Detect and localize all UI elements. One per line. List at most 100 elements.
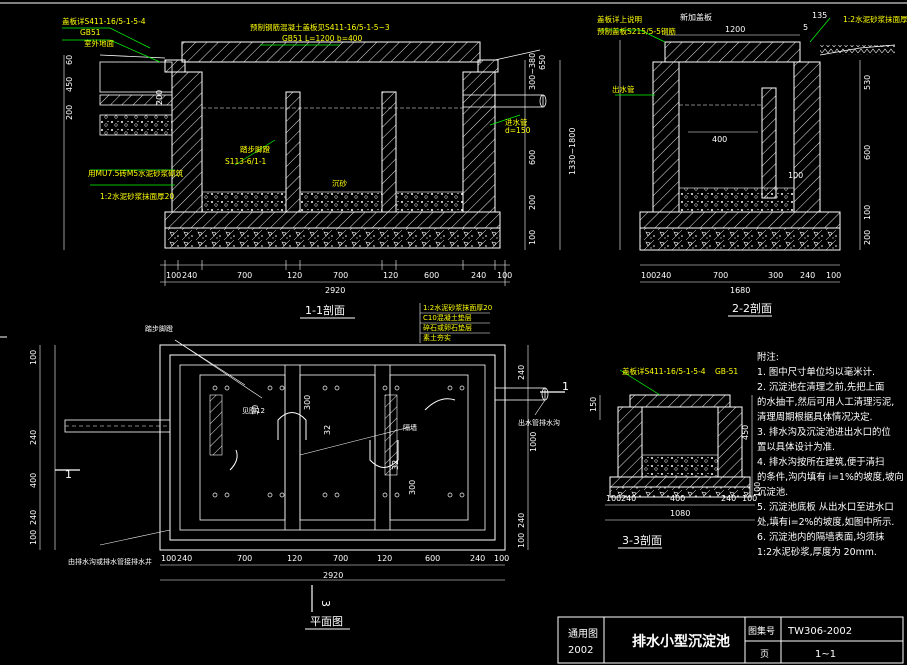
dim: 450 xyxy=(741,425,750,440)
dim: 5 xyxy=(803,23,808,32)
dim: 240 xyxy=(470,554,485,563)
dim: 32 xyxy=(391,460,400,470)
sec22-top-ref: 预制盖板S215/5-5钢筋 xyxy=(597,26,676,36)
sec11-dims-bottom: 100 240 700 120 700 120 600 240 100 2920 xyxy=(166,271,512,295)
dim: 60 xyxy=(65,55,74,65)
sec11-dims-left: 60 450 200 200 xyxy=(65,55,164,120)
dim: 450 xyxy=(65,77,74,92)
dim: 32 xyxy=(323,425,332,435)
dim: 100 xyxy=(863,205,872,220)
dim: 240 xyxy=(721,494,736,503)
sec33-label-sub: GB-51 xyxy=(715,367,738,376)
dim: 240 xyxy=(517,513,526,528)
dim: 650 xyxy=(538,55,547,70)
pipe-in-label: 进水管 xyxy=(505,117,528,127)
dim: 30 xyxy=(251,405,260,415)
dim: 600 xyxy=(528,150,537,165)
note-line: 6. 沉淀池内的隔墙表面,均须抹 xyxy=(757,532,885,543)
note-line: 2. 沉淀池在清理之前,先把上面 xyxy=(757,382,885,393)
dim: 300 xyxy=(408,480,417,495)
notes-block: 附注: 1. 图中尺寸单位均以毫米计. 2. 沉淀池在清理之前,先把上面 的水抽… xyxy=(757,350,907,560)
dim: 400 xyxy=(670,494,685,503)
note-line: 1:2水泥砂浆,厚度为 20mm. xyxy=(757,547,877,558)
dim: 120 xyxy=(377,554,392,563)
dim: 200 xyxy=(863,230,872,245)
plan-dims-left: 100 240 400 240 100 xyxy=(29,350,38,545)
dim: 700 xyxy=(237,554,252,563)
tb-year: 2002 xyxy=(568,645,593,656)
dim: 300 xyxy=(768,271,783,280)
note-line: 3. 排水沟及沉淀池进出水口的位 xyxy=(757,427,891,438)
pipe-in-d: d=150 xyxy=(505,126,531,135)
dim: 100 xyxy=(606,494,621,503)
dim: 100 xyxy=(742,494,757,503)
steps-label: 踏步脚蹬 xyxy=(240,144,270,154)
slab-sub2: L=1200 b=400 xyxy=(305,34,363,43)
legend-item: 素土夯实 xyxy=(423,333,451,342)
dim: 100 xyxy=(494,554,509,563)
dim: 200 xyxy=(65,105,74,120)
dim: 100 xyxy=(753,482,762,497)
dim: 400 xyxy=(712,135,727,144)
legend-item: 碎石或卵石垫层 xyxy=(423,323,472,332)
dim: 530 xyxy=(863,75,872,90)
legend-item: C10混凝土垫层 xyxy=(423,313,472,322)
dim: 700 xyxy=(713,271,728,280)
dim: 200 xyxy=(528,195,537,210)
dim: 100 xyxy=(826,271,841,280)
dim: 100 xyxy=(497,271,512,280)
cover-label: 盖板详S411-16/5-1-5-4 xyxy=(62,16,146,26)
plan-label-drain: 出水管排水沟 xyxy=(518,418,560,427)
sediment-label: 沉砂 xyxy=(332,178,347,188)
label-outlet: 新加盖板 xyxy=(680,12,712,22)
dim: 240 xyxy=(800,271,815,280)
dim: 240 xyxy=(656,271,671,280)
dim: 300 xyxy=(303,395,312,410)
title-block: 通用图 2002 排水小型沉淀池 图集号 TW306-2002 页 1~1 xyxy=(557,616,904,664)
dim: 700 xyxy=(333,554,348,563)
dim: 120 xyxy=(383,271,398,280)
total-width: 1680 xyxy=(730,286,750,295)
plaster-note: 1:2水泥砂浆抹面厚20 xyxy=(100,191,174,201)
dim: 240 xyxy=(621,494,636,503)
wall-note: 用MU7.5砖M5水泥砂浆砌筑 xyxy=(88,168,184,178)
dim: 150 xyxy=(589,397,598,412)
dim: 100 xyxy=(166,271,181,280)
dim: 100 xyxy=(641,271,656,280)
tb-page-no: 1~1 xyxy=(815,649,836,660)
note-line: 5. 沉淀池底板 从出水口至进水口 xyxy=(757,502,894,513)
sec22-ground: 1:2水泥砂浆抹面厚20 xyxy=(843,14,907,24)
note-line: 处,填有i=2%的坡度,如图中所示. xyxy=(757,517,895,528)
tb-atlas-no: TW306-2002 xyxy=(787,626,852,637)
dim: 240 xyxy=(182,271,197,280)
ground-label: 室外地面 xyxy=(84,38,114,48)
section-title: 平面图 xyxy=(310,615,343,628)
dim: 240 xyxy=(29,510,38,525)
section-title: 2-2剖面 xyxy=(732,301,772,315)
dim: 700 xyxy=(237,271,252,280)
note-line: 清理周期根据具体情况决定. xyxy=(757,412,873,423)
total-width: 1080 xyxy=(670,509,690,518)
note-line: 1. 图中尺寸单位均以毫米计. xyxy=(757,367,876,378)
tb-std-label: 通用图 xyxy=(568,628,598,640)
dim: 300~380 xyxy=(528,53,537,90)
note-line: 置以具体设计为准. xyxy=(757,442,835,453)
dim: 700 xyxy=(333,271,348,280)
dim: 1200 xyxy=(725,25,745,34)
dim: 600 xyxy=(863,145,872,160)
note-line: 4. 排水沟按所在建筑,便于清扫 xyxy=(757,457,885,468)
plan-dims-right: 240 240 100 1000 xyxy=(517,365,538,548)
sec11-dims-right: 300~380 600 200 100 650 xyxy=(528,53,547,245)
section-mark-bottom: 3 xyxy=(319,600,332,607)
dim: 135 xyxy=(812,11,827,20)
tb-atlas-label: 图集号 xyxy=(748,625,775,637)
plan-inner-dims: 300 32 300 32 30 xyxy=(251,395,417,495)
plan-label-ref: 见图12 xyxy=(242,407,265,415)
dim: 200 xyxy=(155,90,164,105)
tb-drawing-title: 排水小型沉淀池 xyxy=(632,633,730,650)
section-2-2: 盖板详上说明 预制盖板S215/5-5钢筋 1:2水泥砂浆抹面厚20 出水管 新… xyxy=(597,11,907,317)
total-width: 2920 xyxy=(323,571,343,580)
dim: 240 xyxy=(471,271,486,280)
dim: 240 xyxy=(177,554,192,563)
dim: 400 xyxy=(29,473,38,488)
